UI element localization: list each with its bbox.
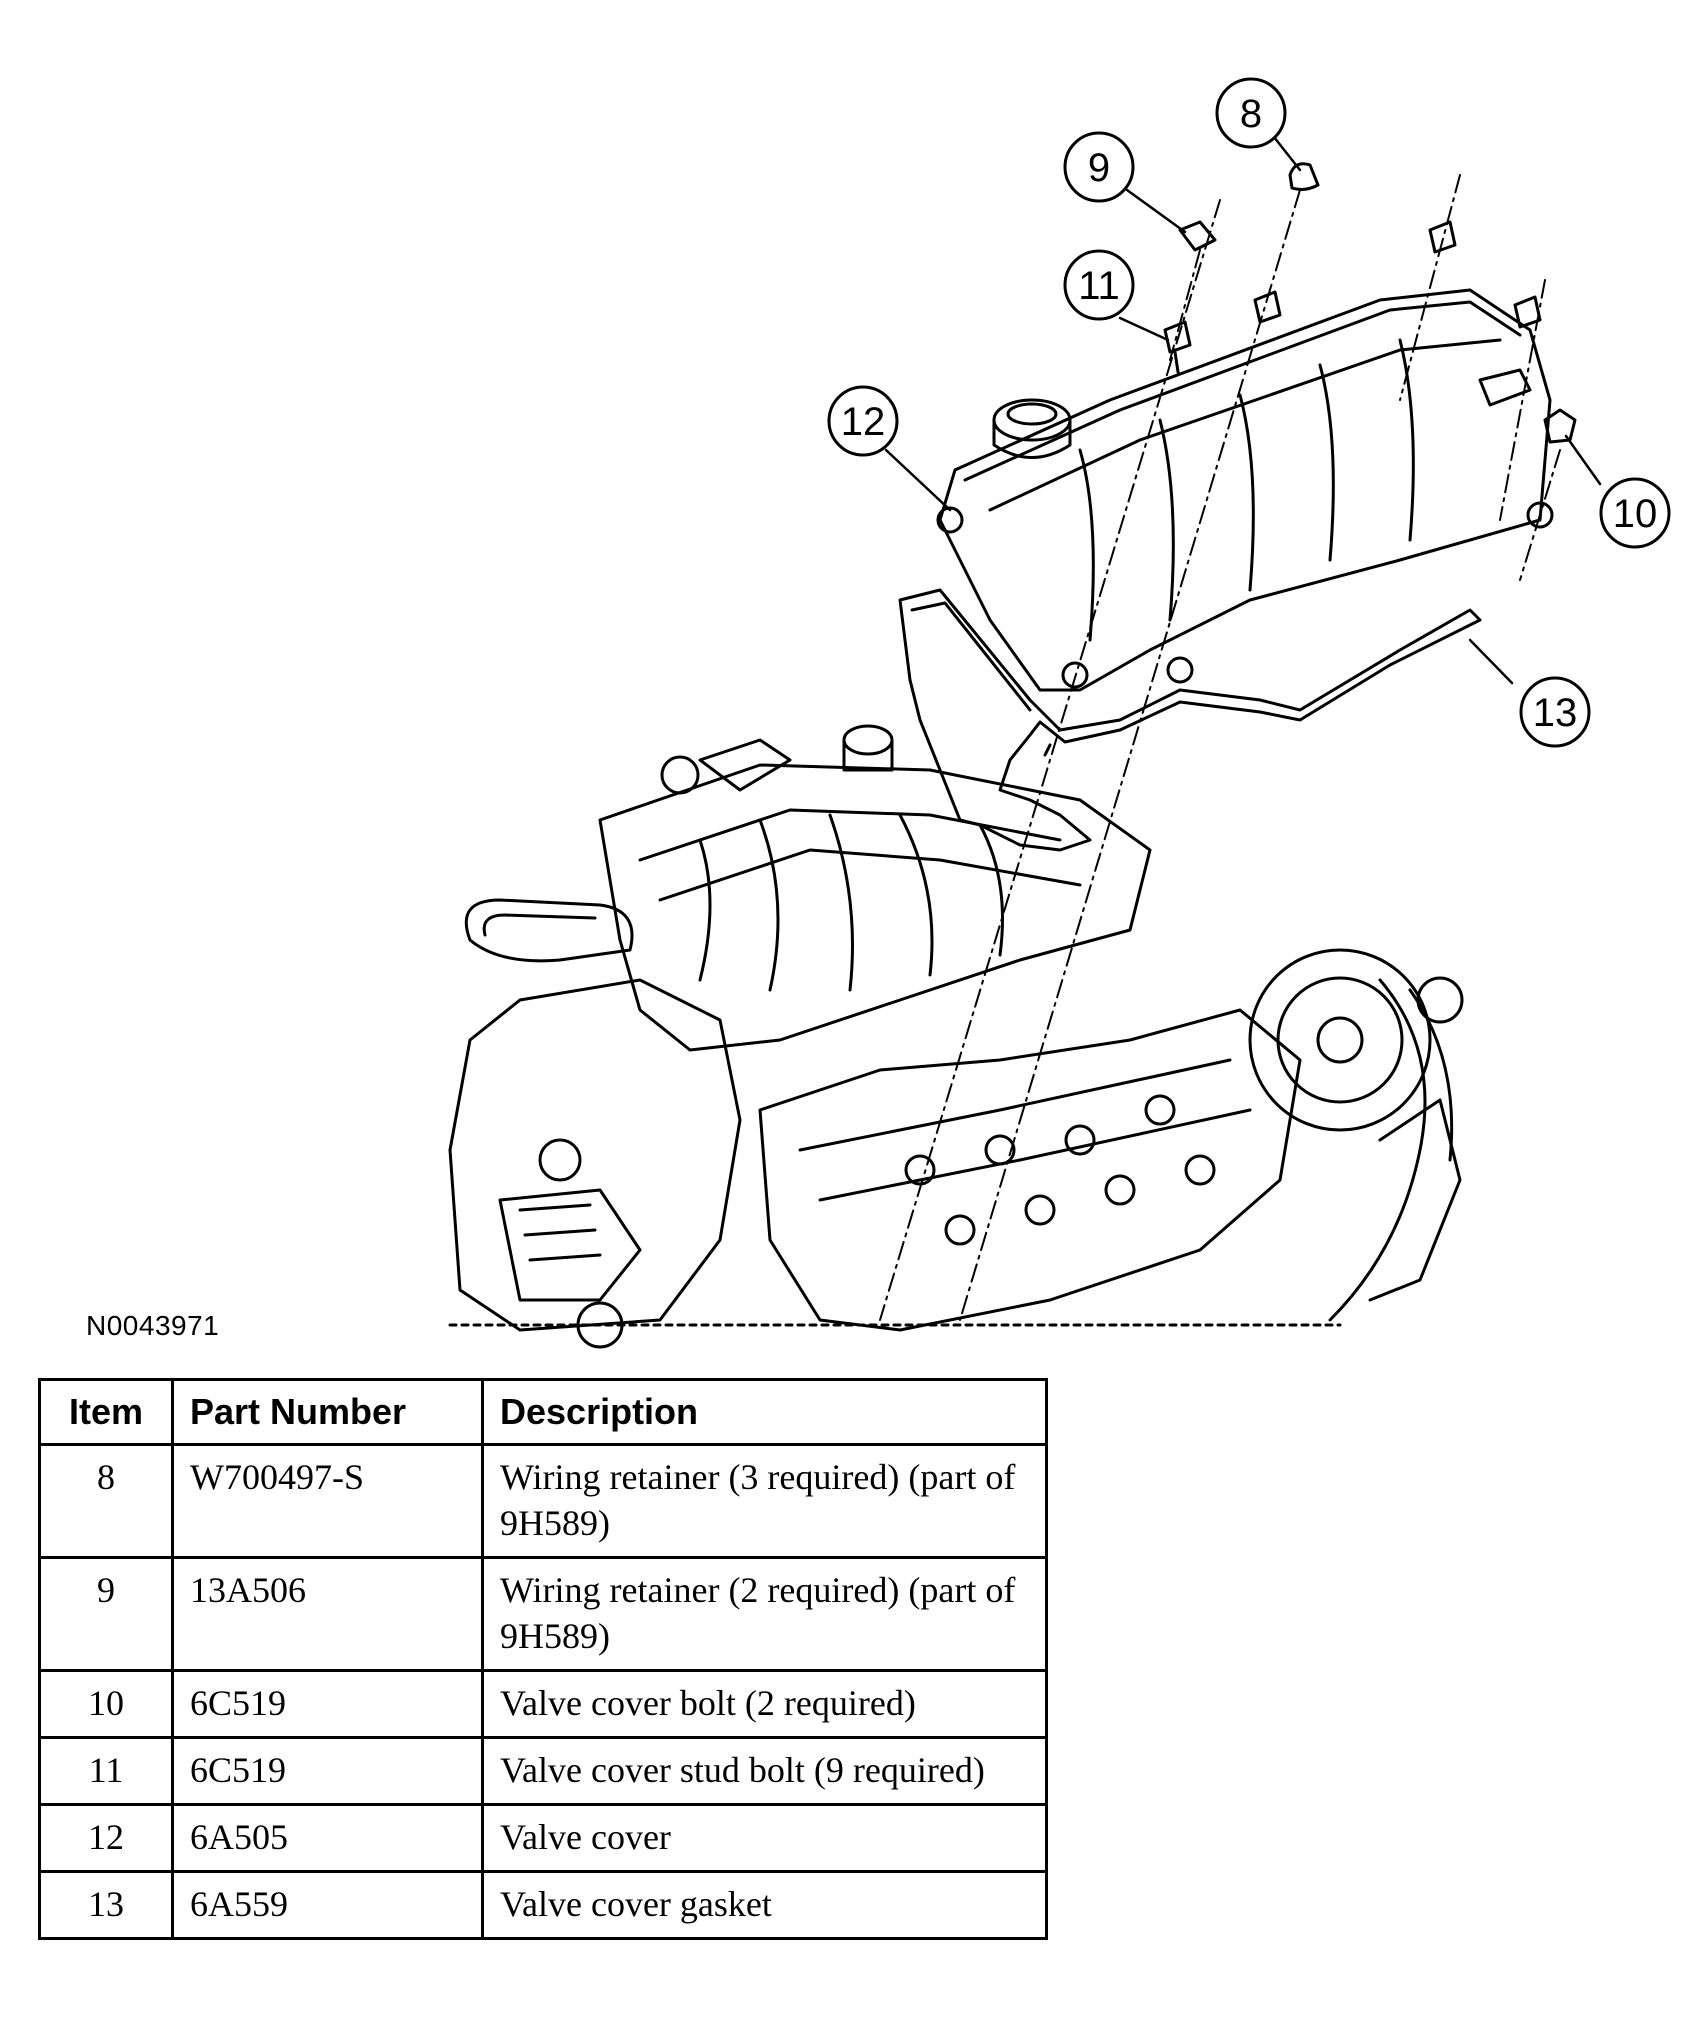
cell-part-number: 13A506 <box>171 1556 484 1672</box>
callout-13: 13 <box>1519 676 1591 748</box>
svg-text:12: 12 <box>841 400 886 444</box>
cell-item: 12 <box>38 1803 174 1873</box>
svg-text:10: 10 <box>1613 492 1658 536</box>
valve-cover-illustration <box>936 288 1554 692</box>
table-row: 8 W700497-S Wiring retainer (3 required)… <box>38 1443 1048 1559</box>
callout-12: 12 <box>827 385 899 457</box>
leader-lines <box>884 130 1602 685</box>
figure-id: N0043971 <box>86 1310 220 1341</box>
cell-part-number: 6C519 <box>171 1669 484 1739</box>
cell-item: 10 <box>38 1669 174 1739</box>
cell-description: Valve cover gasket <box>481 1870 1048 1940</box>
cell-description: Wiring retainer (2 required) (part of 9H… <box>481 1556 1048 1672</box>
valve-cover-gasket-illustration <box>898 588 1482 852</box>
cell-description: Valve cover stud bolt (9 required) <box>481 1736 1048 1806</box>
cell-description: Valve cover bolt (2 required) <box>481 1669 1048 1739</box>
header-description: Description <box>481 1378 1048 1446</box>
cell-part-number: W700497-S <box>171 1443 484 1559</box>
callout-8: 8 <box>1215 77 1287 149</box>
table-row: 13 6A559 Valve cover gasket <box>38 1870 1048 1940</box>
cell-item: 8 <box>38 1443 174 1559</box>
cell-part-number: 6A559 <box>171 1870 484 1940</box>
engine-assembly-illustration <box>448 724 1464 1349</box>
svg-text:8: 8 <box>1240 92 1262 136</box>
callout-9: 9 <box>1063 131 1135 203</box>
centerlines <box>879 174 1561 1321</box>
callout-11: 11 <box>1063 249 1135 321</box>
table-row: 12 6A505 Valve cover <box>38 1803 1048 1873</box>
cell-part-number: 6A505 <box>171 1803 484 1873</box>
table-row: 9 13A506 Wiring retainer (2 required) (p… <box>38 1556 1048 1672</box>
header-part-number: Part Number <box>171 1378 484 1446</box>
callout-10: 10 <box>1599 477 1671 549</box>
header-item: Item <box>38 1378 174 1446</box>
cell-item: 11 <box>38 1736 174 1806</box>
cell-part-number: 6C519 <box>171 1736 484 1806</box>
svg-text:9: 9 <box>1088 146 1110 190</box>
svg-text:13: 13 <box>1533 691 1578 735</box>
parts-table: Item Part Number Description 8 W700497-S… <box>38 1378 1048 1940</box>
cell-item: 9 <box>38 1556 174 1672</box>
table-row: 10 6C519 Valve cover bolt (2 required) <box>38 1669 1048 1739</box>
cell-description: Valve cover <box>481 1803 1048 1873</box>
cell-item: 13 <box>38 1870 174 1940</box>
exploded-view-diagram: 8 9 11 12 10 13 <box>448 77 1671 1349</box>
table-row: 11 6C519 Valve cover stud bolt (9 requir… <box>38 1736 1048 1806</box>
table-header-row: Item Part Number Description <box>38 1378 1048 1446</box>
cell-description: Wiring retainer (3 required) (part of 9H… <box>481 1443 1048 1559</box>
svg-text:11: 11 <box>1078 264 1120 308</box>
